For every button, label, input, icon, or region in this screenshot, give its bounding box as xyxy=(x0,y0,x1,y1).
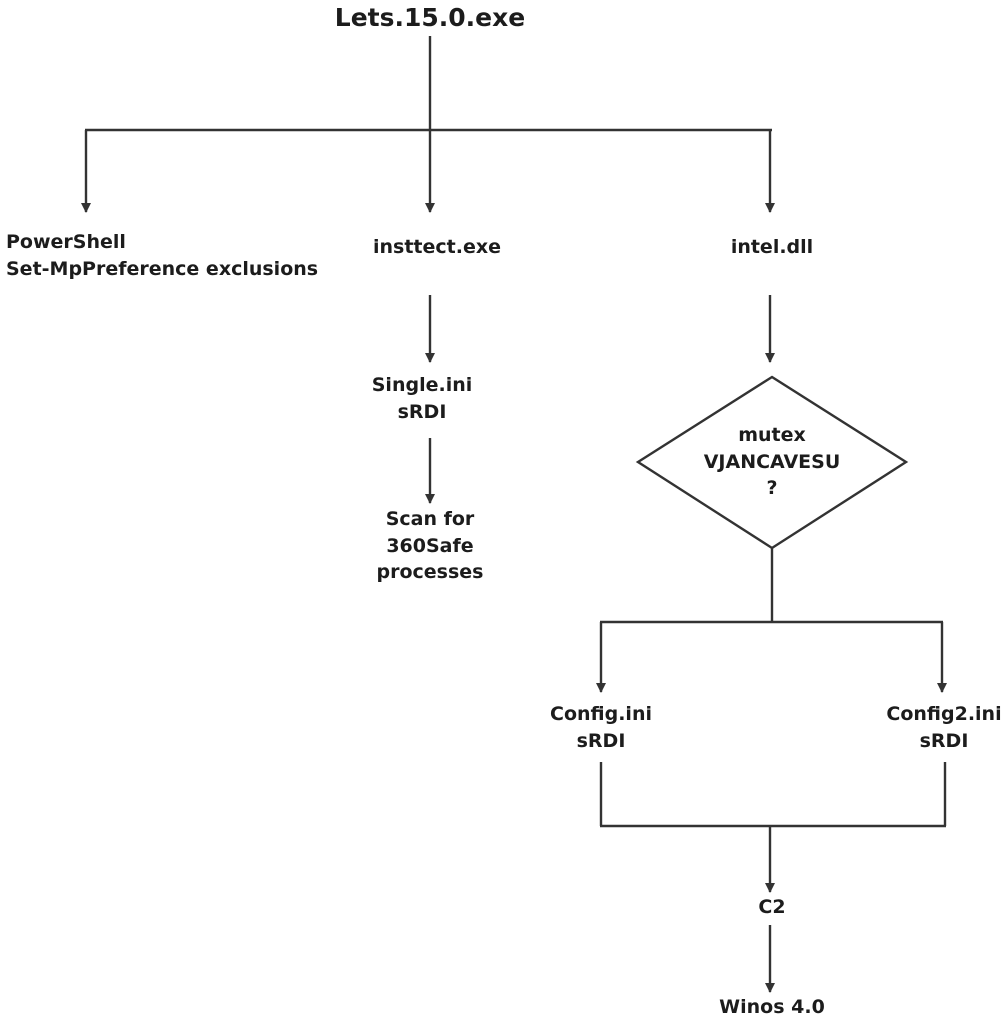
root-node-title: Lets.15.0.exe xyxy=(334,3,526,32)
scan-node: Scan for 360Safe processes xyxy=(377,506,484,586)
mutex-line-1: mutex xyxy=(738,424,806,446)
mutex-line-2: VJANCAVESU xyxy=(703,450,841,473)
powershell-label: PowerShell xyxy=(6,231,126,253)
single-ini-label: Single.ini xyxy=(371,374,473,396)
config2-ini-srdi: sRDI xyxy=(919,729,969,752)
config2-ini-label: Config2.ini xyxy=(886,703,1002,725)
scan-line-2: 360Safe xyxy=(386,534,474,557)
config-ini-node: Config.ini sRDI xyxy=(550,701,652,754)
c2-node: C2 xyxy=(758,894,785,921)
config-ini-srdi: sRDI xyxy=(576,729,626,752)
intel-node: intel.dll xyxy=(731,234,813,261)
winos-node: Winos 4.0 xyxy=(719,994,825,1021)
single-ini-srdi: sRDI xyxy=(397,400,447,423)
insttect-node: insttect.exe xyxy=(373,234,501,261)
intel-label: intel.dll xyxy=(730,236,814,258)
scan-line-1: Scan for xyxy=(385,508,475,530)
config-ini-label: Config.ini xyxy=(550,703,652,725)
scan-line-3: processes xyxy=(376,561,484,584)
powershell-detail: Set-MpPreference exclusions xyxy=(6,257,319,280)
config2-ini-node: Config2.ini sRDI xyxy=(886,701,1001,754)
c2-label: C2 xyxy=(758,896,786,918)
powershell-node: PowerShell Set-MpPreference exclusions xyxy=(6,229,318,282)
winos-label: Winos 4.0 xyxy=(719,996,825,1018)
mutex-node: mutex VJANCAVESU ? xyxy=(704,422,841,502)
single-ini-node: Single.ini sRDI xyxy=(372,372,473,425)
insttect-label: insttect.exe xyxy=(373,236,501,258)
mutex-line-3: ? xyxy=(766,477,778,500)
